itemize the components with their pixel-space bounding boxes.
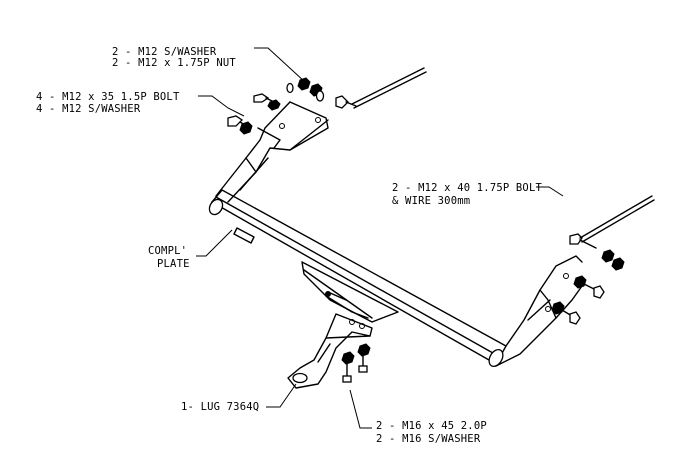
crossbar-lower-edge	[211, 201, 497, 365]
right-lower-washer-2	[551, 301, 565, 315]
leader-lines	[196, 47, 564, 429]
centre-channel-edge	[303, 269, 373, 319]
left-bracket-hole-1	[279, 123, 285, 129]
bottom-bolt-2-head	[358, 365, 368, 373]
label-bottom-bolt-line2: 2 - M16 S/WASHER	[376, 433, 481, 445]
right-bracket-hole-1	[545, 306, 551, 312]
leader-lug	[266, 383, 297, 408]
right-lower-bolt-1-head	[593, 285, 605, 299]
label-bottom-bolt-line1: 2 - M16 x 45 2.0P	[376, 420, 487, 432]
label-top-nut-line1: 2 - M12 S/WASHER	[112, 46, 217, 58]
right-bracket-hole-2	[563, 273, 569, 279]
right-nut-2	[611, 257, 625, 271]
right-wire-bolt-head	[569, 233, 583, 245]
label-right-bolt-line2: & WIRE 300mm	[392, 195, 470, 207]
label-plate-line2: PLATE	[157, 258, 190, 270]
centre-mount	[301, 261, 399, 323]
right-lower-bolts	[551, 275, 605, 325]
tow-lug	[287, 313, 373, 389]
top-nuts-and-washers	[286, 77, 325, 102]
centre-channel-base	[325, 295, 369, 319]
tow-lug-ball-hole	[292, 372, 308, 384]
bottom-m16-bolts	[341, 343, 371, 383]
crossbar	[208, 189, 507, 368]
label-left-bolt-line2: 4 - M12 S/WASHER	[36, 103, 141, 115]
top-washer-2	[286, 82, 294, 94]
label-lug: 1- LUG 7364Q	[181, 401, 259, 413]
bottom-washer-1	[341, 351, 355, 365]
top-washer-1	[315, 90, 325, 102]
tow-lug-top-edge	[325, 335, 371, 339]
crossbar-centre-edge	[215, 196, 501, 358]
left-bracket-flange	[257, 127, 281, 149]
leader-top-nut	[254, 47, 306, 83]
top-right-wire	[351, 67, 425, 105]
right-bracket-upper-edge	[505, 255, 583, 347]
tow-lug-inner-edge	[317, 343, 331, 363]
label-right-bolt-line1: 2 - M12 x 40 1.75P BOLT	[392, 182, 542, 194]
right-lower-bolt-2-head	[569, 311, 581, 325]
leader-left-bolt	[198, 95, 245, 117]
tow-lug-bolt-hole-1	[349, 319, 355, 325]
left-bracket-top-plate	[289, 101, 329, 151]
right-wire	[579, 195, 653, 239]
right-bracket-lower-edge	[495, 285, 583, 367]
left-bolt-1-head	[253, 93, 270, 103]
left-bracket-brace	[239, 157, 269, 191]
crossbar-right-end-cap	[488, 348, 504, 368]
centre-mount-pin-head	[325, 291, 331, 297]
compliance-plate	[233, 227, 255, 244]
right-nut-1	[601, 249, 615, 263]
left-bracket	[215, 101, 329, 203]
label-left-bolt-line1: 4 - M12 x 35 1.5P BOLT	[36, 91, 180, 103]
bottom-washer-2	[357, 343, 371, 357]
right-wire-2	[581, 199, 655, 243]
label-plate-line1: COMPL'	[148, 245, 187, 257]
left-bolt-2-head	[227, 115, 244, 127]
labels-layer: 2 - M12 S/WASHER 2 - M12 x 1.75P NUT 4 -…	[36, 46, 542, 445]
tow-lug-bolt-hole-2	[359, 323, 365, 329]
leader-right-bolt	[536, 186, 564, 197]
top-right-wire-2	[353, 71, 427, 109]
left-bolts-and-washers	[227, 93, 281, 135]
label-top-nut-line2: 2 - M12 x 1.75P NUT	[112, 57, 236, 69]
top-right-bolt-head	[335, 95, 349, 109]
bottom-bolt-1-head	[342, 375, 352, 383]
left-washer-2	[239, 121, 253, 135]
top-right-bolt-shank	[345, 101, 357, 107]
left-bracket-hole-2	[315, 117, 321, 123]
right-bracket	[495, 255, 583, 367]
top-nut-1	[297, 77, 311, 91]
leader-plate	[196, 229, 233, 257]
right-bolt-with-wire	[569, 195, 655, 271]
crossbar-left-end-cap	[208, 198, 224, 216]
centre-mount-pin	[327, 291, 347, 301]
left-bracket-gusset	[245, 157, 257, 173]
leader-bottom-bolt	[349, 389, 372, 429]
left-bracket-outer-edge	[215, 101, 291, 197]
top-right-bolt-with-wire	[335, 67, 427, 109]
left-washer-1	[267, 99, 281, 111]
right-bracket-brace	[527, 299, 551, 321]
right-lower-washer-1	[573, 275, 587, 289]
